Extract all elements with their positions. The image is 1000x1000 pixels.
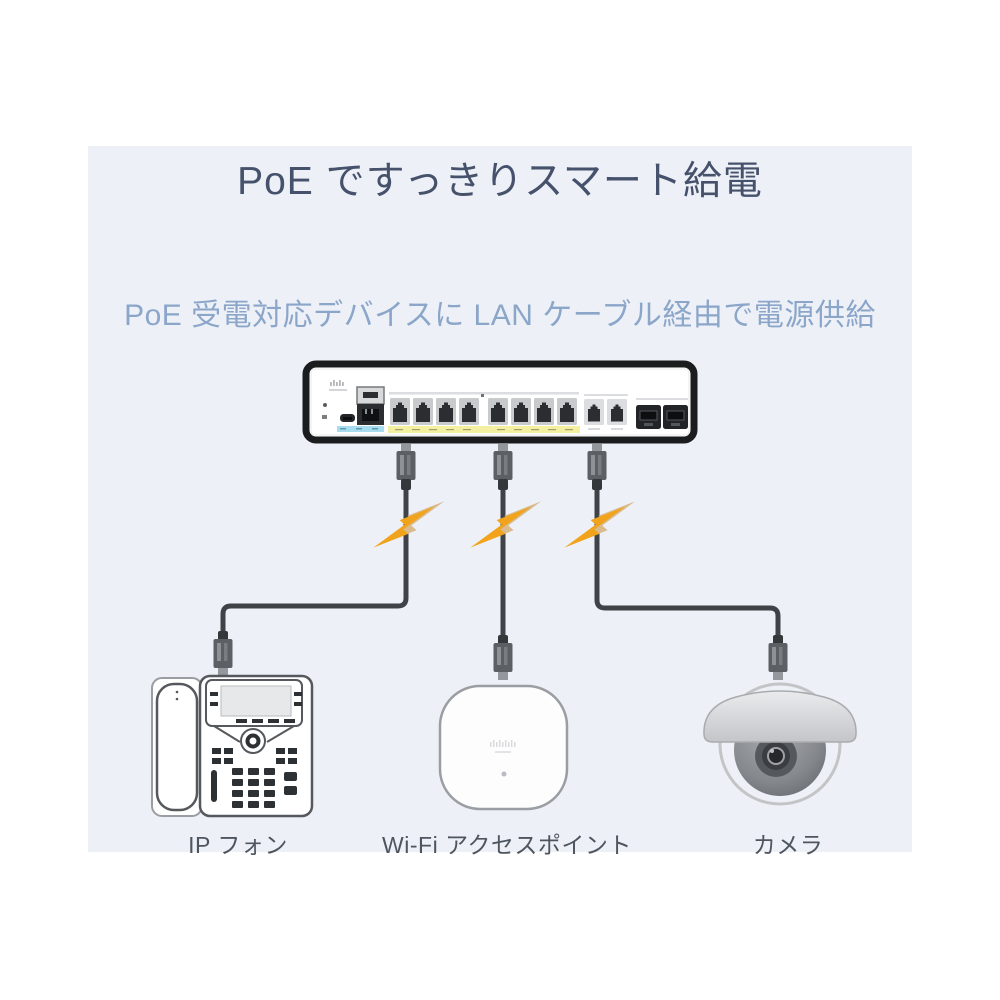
ap-logo-mark — [490, 740, 516, 753]
device-label-ip-phone: IP フォン — [188, 832, 288, 858]
power-bolt-icon — [564, 488, 636, 560]
console-port — [337, 386, 385, 432]
page-title: PoE ですっきりスマート給電 — [237, 160, 763, 203]
switch-logo-mark — [329, 380, 347, 391]
power-bolt-icon — [470, 488, 542, 560]
power-bolt-icon — [373, 488, 445, 560]
rj45-plug-icon — [493, 635, 513, 680]
lan-cable-left — [220, 489, 409, 634]
rj45-plug-icon — [587, 444, 607, 490]
rj45-plug-icon — [493, 444, 513, 490]
poe-ports — [388, 394, 580, 433]
dome-camera-icon — [703, 682, 857, 806]
rj45-plug-icon — [768, 635, 788, 680]
device-label-wifi-ap: Wi-Fi アクセスポイント — [382, 832, 632, 858]
poe-strip — [388, 426, 580, 433]
rj45-plug-icon — [396, 444, 416, 490]
ip-phone-icon — [151, 674, 314, 818]
page-subtitle: PoE 受電対応デバイスに LAN ケーブル経由で電源供給 — [124, 299, 876, 332]
lan-cable-right — [594, 489, 781, 638]
uplink-ports — [584, 399, 627, 430]
poe-switch-icon — [302, 360, 698, 444]
rj45-plug-icon — [213, 631, 233, 676]
device-label-camera: カメラ — [752, 832, 824, 858]
wifi-ap-icon — [438, 684, 569, 811]
